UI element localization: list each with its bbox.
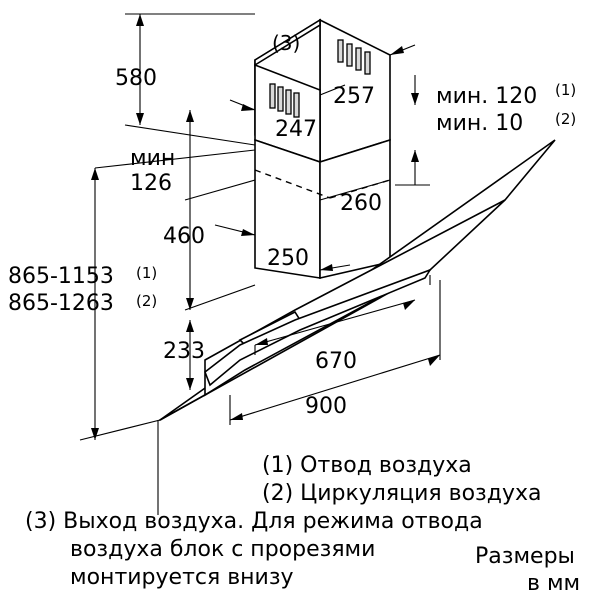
note-air-circulation: (2) Циркуляция воздуха xyxy=(262,481,541,506)
min-label: мин xyxy=(130,146,175,171)
dimension-lines xyxy=(79,13,441,515)
note-air-outlet: (3) Выход воздуха. Для режима отвода xyxy=(25,509,483,534)
dimension-labels: 580 (3) 257 247 мин 126 460 260 250 865-… xyxy=(8,31,576,419)
vent-slots-front xyxy=(269,83,300,118)
ref-2-min: (2) xyxy=(555,110,576,128)
glass-canopy xyxy=(158,139,556,422)
note-slot-block: воздуха блок с прорезями xyxy=(70,537,375,562)
units-label: Размеры xyxy=(475,544,575,569)
dim-total-height-2: 865-1263 xyxy=(8,291,114,316)
note-mounted-bottom: монтируется внизу xyxy=(70,565,294,590)
units-mm: в мм xyxy=(527,571,580,596)
dim-580: 580 xyxy=(115,66,157,91)
dim-247: 247 xyxy=(275,117,317,142)
dim-250: 250 xyxy=(267,246,309,271)
ref-3-label: (3) xyxy=(272,31,300,55)
ref-1-height: (1) xyxy=(136,264,157,282)
note-air-extraction: (1) Отвод воздуха xyxy=(262,453,472,478)
dim-min-10: мин. 10 xyxy=(436,111,523,136)
legend-notes: (1) Отвод воздуха (2) Циркуляция воздуха… xyxy=(25,453,580,596)
lower-chimney xyxy=(254,138,391,280)
dim-260: 260 xyxy=(340,191,382,216)
ref-2-height: (2) xyxy=(136,292,157,310)
dim-126: 126 xyxy=(130,171,172,196)
dim-total-height-1: 865-1153 xyxy=(8,264,114,289)
ref-1-min: (1) xyxy=(555,81,576,99)
dim-900: 900 xyxy=(305,394,347,419)
dim-670: 670 xyxy=(315,349,357,374)
dim-257: 257 xyxy=(333,84,375,109)
vent-slots-back xyxy=(337,39,371,75)
dim-233: 233 xyxy=(163,339,205,364)
dim-min-120: мин. 120 xyxy=(436,84,537,109)
dim-460: 460 xyxy=(163,224,205,249)
